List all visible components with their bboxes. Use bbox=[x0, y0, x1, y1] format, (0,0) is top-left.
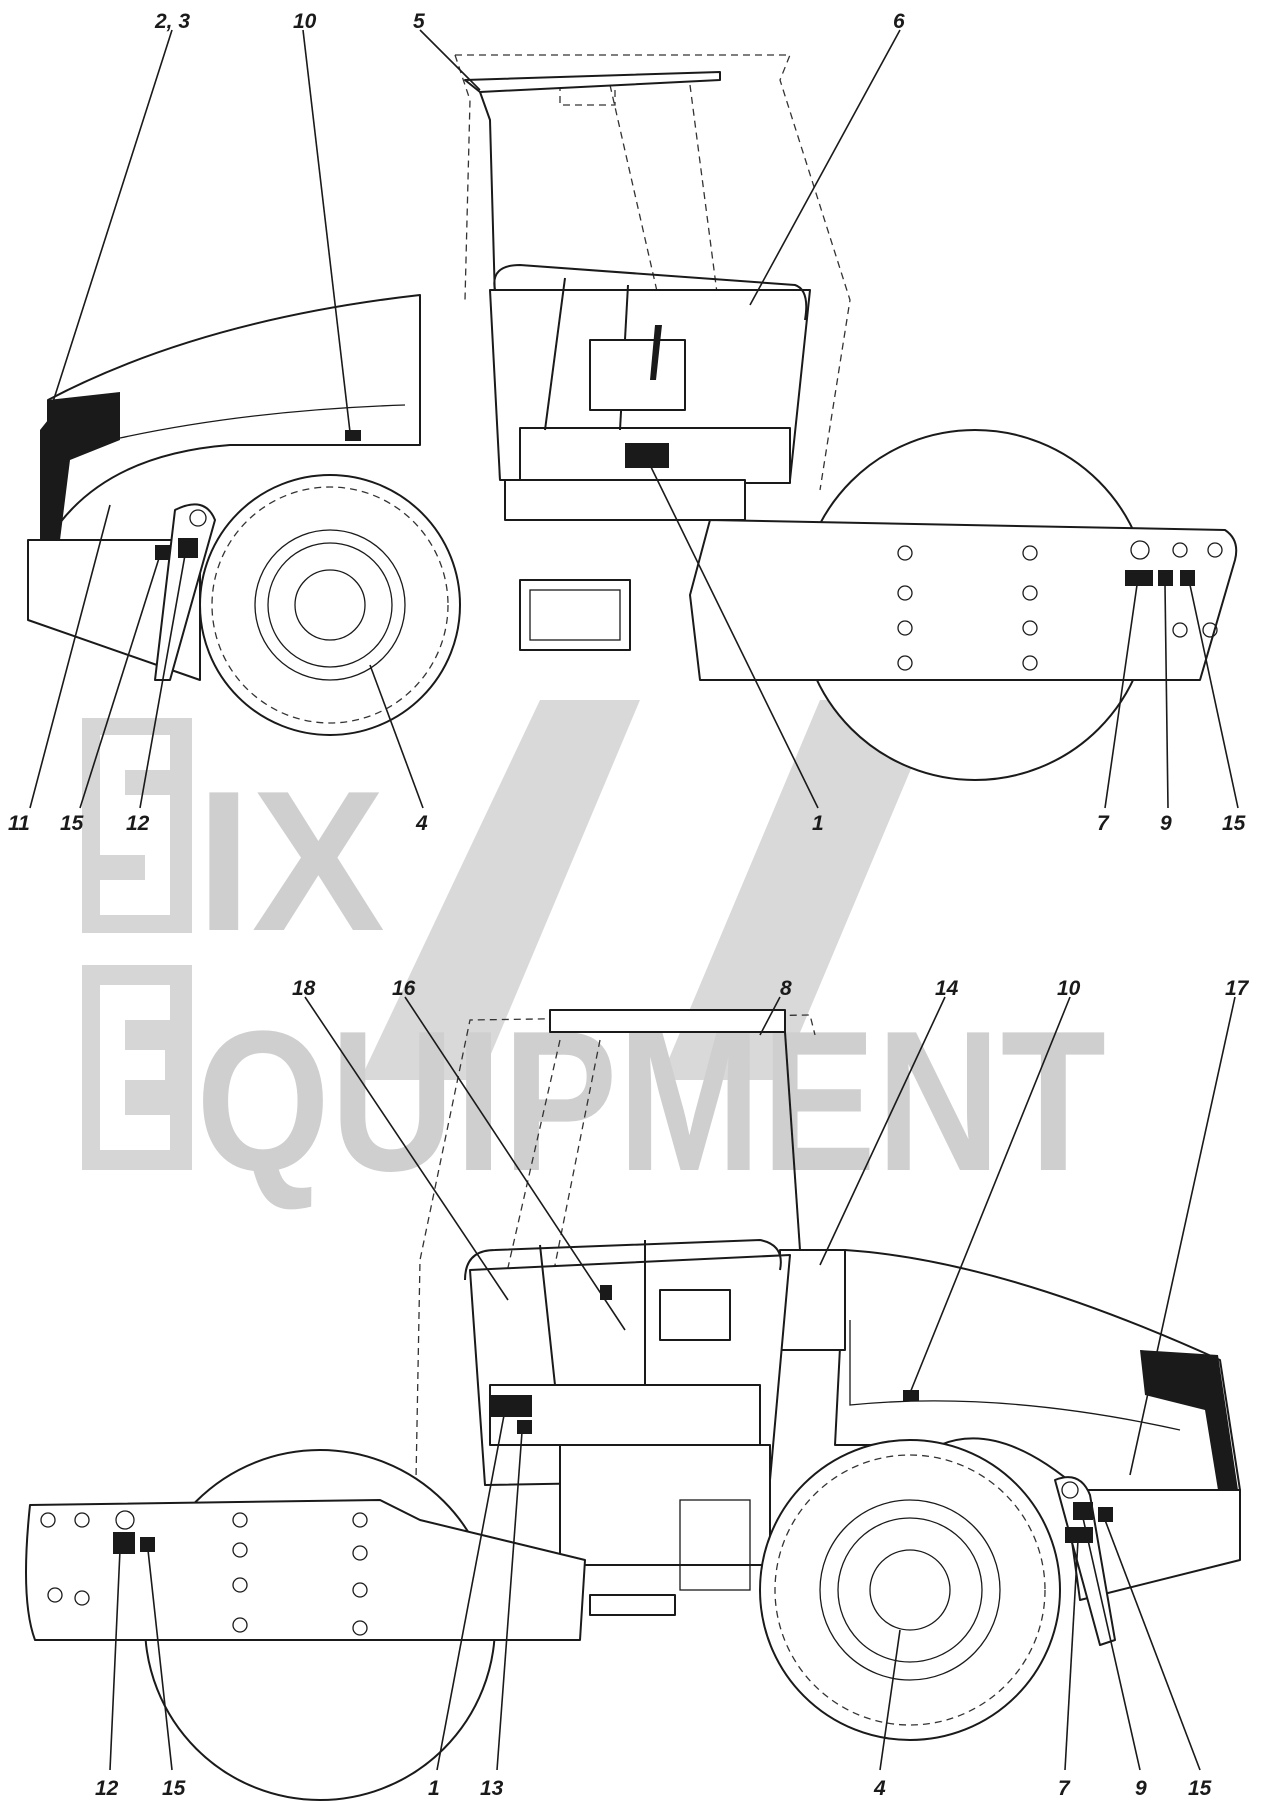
hitch-box-inner bbox=[529, 589, 621, 641]
rear-hub bbox=[294, 569, 366, 641]
callout-15-bottom: 15 bbox=[162, 1777, 186, 1800]
cab-rops-dashed bbox=[455, 54, 851, 491]
decal-10-top bbox=[345, 430, 361, 441]
rear-tire-tread bbox=[211, 486, 449, 724]
rear-rim-inner-b bbox=[837, 1517, 983, 1663]
decal-15-rear-top bbox=[155, 545, 170, 560]
canopy-top-b bbox=[549, 1009, 786, 1033]
decal-9-top bbox=[1158, 570, 1173, 586]
callout-15: 15 bbox=[60, 812, 84, 835]
rops-post-b1 bbox=[539, 1244, 556, 1386]
decal-1-top bbox=[625, 443, 669, 468]
rear-tire bbox=[199, 474, 461, 736]
operator-seat-b bbox=[659, 1289, 731, 1341]
ladder-b bbox=[679, 1499, 751, 1591]
decal-7-top bbox=[1125, 570, 1153, 586]
rear-rim-b bbox=[819, 1499, 1001, 1681]
watermark-slash-right bbox=[660, 700, 940, 1080]
decal-12-bottom bbox=[113, 1532, 135, 1554]
callout-7: 7 bbox=[1097, 812, 1110, 835]
callout-9: 9 bbox=[1160, 812, 1172, 835]
cab-post-dashed-2 bbox=[689, 84, 741, 471]
rops-bar-b bbox=[464, 1239, 782, 1281]
callout-5: 5 bbox=[413, 10, 425, 33]
cab-rops-dashed-front bbox=[454, 54, 471, 301]
rear-frame bbox=[27, 539, 201, 681]
hood-crease-b bbox=[849, 1320, 1181, 1431]
top-view-callouts: 2, 3 10 5 6 11 15 12 4 1 7 9 15 bbox=[8, 10, 1246, 835]
callout-7-bottom: 7 bbox=[1058, 1777, 1071, 1800]
canopy-top bbox=[464, 71, 721, 93]
rear-hub-b bbox=[869, 1549, 951, 1631]
step-b bbox=[589, 1594, 676, 1616]
watermark-s-shape bbox=[100, 735, 170, 915]
hitch-arm-b bbox=[1054, 1476, 1116, 1646]
engine-hood bbox=[47, 294, 421, 541]
top-view-machine bbox=[27, 54, 1238, 781]
bottom-view-callouts: 18 16 8 14 10 17 12 15 1 13 4 7 9 15 bbox=[95, 977, 1250, 1800]
callout-17: 17 bbox=[1225, 977, 1250, 1000]
decal-12-top bbox=[178, 538, 198, 558]
decal-9-bottom bbox=[1073, 1502, 1093, 1520]
callout-1-bottom: 1 bbox=[428, 1777, 440, 1800]
watermark-slash-left bbox=[360, 700, 640, 1080]
rops-bar bbox=[493, 264, 808, 321]
callout-9-bottom: 9 bbox=[1135, 1777, 1147, 1800]
drum-frame bbox=[689, 519, 1238, 681]
watermark: IX QUIPMENT bbox=[82, 700, 1106, 1213]
decal-13-bottom bbox=[517, 1420, 532, 1434]
cab-side-block bbox=[779, 1249, 846, 1351]
callout-16: 16 bbox=[392, 977, 416, 1000]
rear-tire-tread-b bbox=[774, 1454, 1046, 1726]
watermark-e-shape bbox=[100, 985, 170, 1150]
hitch-pin-b bbox=[1061, 1481, 1079, 1499]
hitch-pin bbox=[189, 509, 207, 527]
chassis-mid bbox=[504, 479, 746, 521]
callout-12: 12 bbox=[126, 812, 150, 835]
hood-decal-dark-b bbox=[1140, 1350, 1238, 1490]
decal-15-rear-bottom bbox=[1098, 1507, 1113, 1522]
decal-15-front-top bbox=[1180, 570, 1195, 586]
rear-rim bbox=[254, 529, 406, 681]
drum-frame-b bbox=[25, 1499, 586, 1641]
platform-base-b bbox=[489, 1384, 761, 1446]
rear-rim-inner bbox=[267, 542, 393, 668]
callout-4-bottom: 4 bbox=[873, 1777, 886, 1800]
chassis-b bbox=[559, 1444, 771, 1566]
callout-18: 18 bbox=[292, 977, 316, 1000]
canopy-post-b bbox=[784, 1031, 801, 1251]
callout-13: 13 bbox=[480, 1777, 504, 1800]
callout-10-bottom: 10 bbox=[1057, 977, 1081, 1000]
bottom-view-leaders bbox=[109, 996, 1236, 1771]
top-view-leaders bbox=[29, 29, 1239, 809]
callout-1: 1 bbox=[812, 812, 824, 835]
callout-15-bottom-right: 15 bbox=[1188, 1777, 1212, 1800]
watermark-word-top: IX bbox=[196, 750, 385, 973]
control-lever-b bbox=[600, 1285, 612, 1300]
callout-8: 8 bbox=[780, 977, 792, 1000]
rear-tire-b bbox=[759, 1439, 1061, 1741]
decal-10-bottom bbox=[903, 1390, 919, 1401]
rops-post-a bbox=[544, 277, 566, 431]
hitch-box bbox=[519, 579, 631, 651]
control-lever bbox=[650, 325, 662, 380]
operator-seat bbox=[589, 339, 686, 411]
hood-crease bbox=[119, 404, 406, 439]
callout-12-bottom: 12 bbox=[95, 1777, 119, 1800]
callout-6: 6 bbox=[893, 10, 905, 33]
decal-1-bottom bbox=[490, 1395, 532, 1417]
callout-11: 11 bbox=[8, 812, 30, 835]
callout-15-right: 15 bbox=[1222, 812, 1246, 835]
decal-15-drum-bottom bbox=[140, 1537, 155, 1552]
callout-4: 4 bbox=[415, 812, 428, 835]
callout-10: 10 bbox=[293, 10, 317, 33]
callout-14: 14 bbox=[935, 977, 959, 1000]
cab-dashed bbox=[414, 1014, 816, 1536]
callout-2-3: 2, 3 bbox=[154, 10, 190, 33]
bottom-view-machine bbox=[25, 1009, 1241, 1801]
hood-rear-decal-dark bbox=[40, 392, 120, 540]
